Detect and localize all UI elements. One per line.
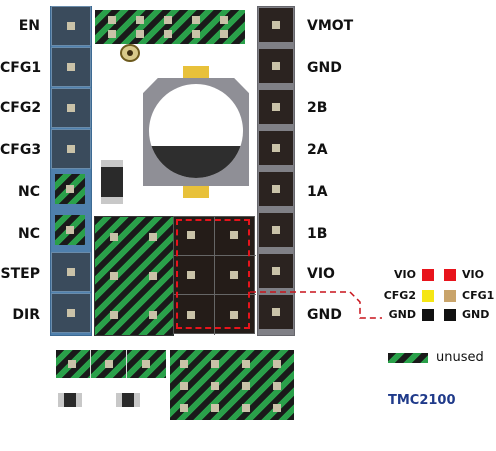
pin-label-cfg1: CFG1 (0, 60, 42, 76)
pin-label-gnd1: GND (307, 60, 342, 76)
unused-jumper-block (94, 216, 174, 336)
pin-label-1a: 1A (307, 184, 328, 200)
pin-label-dir: DIR (12, 307, 40, 323)
legend-right-3: GND (462, 308, 490, 321)
capacitor-pad-top (183, 66, 209, 80)
left-pin-8 (51, 293, 91, 333)
legend-swatch-r3 (444, 309, 456, 321)
legend-swatch-l2 (422, 290, 434, 302)
mounting-hole (120, 44, 140, 62)
pin-label-2a: 2A (307, 142, 328, 158)
left-pin-3 (51, 88, 91, 128)
right-pin-7 (259, 254, 293, 288)
right-pin-5 (259, 172, 293, 206)
left-pin-2 (51, 47, 91, 87)
pin-label-nc1: NC (18, 184, 40, 200)
pin-label-2b: 2B (307, 100, 328, 116)
capacitor-body (143, 78, 249, 186)
pin-label-step: STEP (0, 266, 40, 282)
pin-label-cfg2: CFG2 (0, 100, 42, 116)
board-name: TMC2100 (388, 393, 456, 408)
smd-part-2 (116, 393, 140, 407)
pin-label-nc2: NC (18, 226, 40, 242)
right-pin-8 (259, 295, 293, 329)
smd-part-1 (58, 393, 82, 407)
config-jumper-block (173, 216, 256, 335)
legend-left-2: CFG2 (383, 289, 416, 302)
pin-label-1b: 1B (307, 226, 328, 242)
smd-resistor (101, 160, 123, 204)
right-pin-1 (259, 8, 293, 42)
legend-swatch-r2 (444, 290, 456, 302)
pin-label-vmot: VMOT (307, 18, 354, 34)
legend-left-1: VIO (394, 268, 416, 281)
unused-label: unused (436, 350, 484, 365)
legend-right-2: CFG1 (462, 289, 495, 302)
left-pin-7 (51, 252, 91, 292)
legend-swatch-l3 (422, 309, 434, 321)
right-pin-6 (259, 213, 293, 247)
bottom-right-unused-header (170, 350, 294, 420)
legend-swatch-l1 (422, 269, 434, 281)
capacitor-top (149, 84, 243, 178)
left-pin-4 (51, 129, 91, 169)
pin-label-vio: VIO (307, 266, 335, 282)
pin-label-en: EN (18, 18, 40, 34)
unused-swatch (388, 353, 428, 363)
bottom-left-unused-header (56, 350, 166, 378)
right-pin-4 (259, 131, 293, 165)
right-pin-2 (259, 49, 293, 83)
left-pin-6-unused (55, 215, 85, 245)
left-pin-1 (51, 6, 91, 46)
pin-label-gnd2: GND (307, 307, 342, 323)
pin-label-cfg3: CFG3 (0, 142, 42, 158)
left-pin-5-unused (55, 174, 85, 204)
legend-swatch-r1 (444, 269, 456, 281)
config-jumper-highlight (176, 219, 250, 329)
legend-right-1: VIO (462, 268, 484, 281)
top-unused-header (95, 10, 245, 44)
capacitor-pad-bottom (183, 184, 209, 198)
legend-left-3: GND (388, 308, 416, 321)
right-pin-3 (259, 90, 293, 124)
